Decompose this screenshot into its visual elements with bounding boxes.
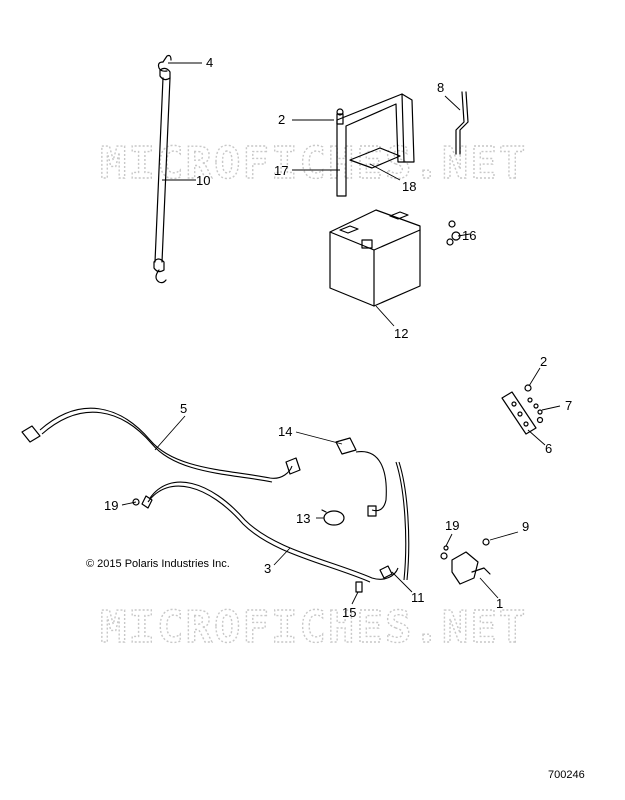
callout-13: 13 bbox=[296, 511, 310, 526]
relay-part-1 bbox=[440, 545, 491, 585]
callout-19-left: 19 bbox=[104, 498, 118, 513]
callout-3: 3 bbox=[264, 561, 271, 576]
bolt-part-2-top bbox=[336, 108, 344, 125]
copyright-notice: © 2015 Polaris Industries Inc. bbox=[86, 558, 230, 570]
callout-16: 16 bbox=[462, 228, 476, 243]
clamp-part-13 bbox=[321, 509, 345, 526]
terminal-hardware-part-16 bbox=[446, 220, 461, 246]
bracket-pad-part-18 bbox=[349, 147, 401, 169]
callout-14: 14 bbox=[278, 424, 292, 439]
callout-4: 4 bbox=[206, 55, 213, 70]
callout-6: 6 bbox=[545, 441, 552, 456]
battery-bracket-part-17 bbox=[336, 93, 415, 197]
callout-10: 10 bbox=[196, 173, 210, 188]
callout-2-top: 2 bbox=[278, 112, 285, 127]
callout-7: 7 bbox=[565, 398, 572, 413]
callout-18: 18 bbox=[402, 179, 416, 194]
callout-1: 1 bbox=[496, 596, 503, 611]
callout-5: 5 bbox=[180, 401, 187, 416]
leader-lines bbox=[121, 62, 561, 605]
strap-hook-part-4 bbox=[162, 54, 172, 63]
vent-rod-part-8 bbox=[455, 91, 469, 155]
callout-17: 17 bbox=[274, 163, 288, 178]
cable-part-14 bbox=[335, 437, 410, 581]
callout-9: 9 bbox=[522, 519, 529, 534]
figure-number: 700246 bbox=[548, 769, 585, 781]
cable-part-3 bbox=[141, 481, 399, 583]
watermark-top: MICROFICHES.NET bbox=[100, 138, 527, 189]
callout-2-right: 2 bbox=[540, 354, 547, 369]
nut-part-19-left bbox=[132, 498, 140, 506]
fuse-block-part-6 bbox=[501, 391, 537, 435]
callout-19-right: 19 bbox=[445, 518, 459, 533]
bolt-part-2-right bbox=[524, 384, 532, 392]
battery-strap-part-10 bbox=[153, 61, 171, 284]
callout-8: 8 bbox=[437, 80, 444, 95]
callout-12: 12 bbox=[394, 326, 408, 341]
watermark-bottom: MICROFICHES.NET bbox=[100, 602, 527, 653]
fitting-part-15 bbox=[355, 581, 363, 593]
nuts-part-7 bbox=[527, 397, 544, 424]
callout-15: 15 bbox=[342, 605, 356, 620]
screw-part-9 bbox=[482, 538, 490, 546]
cable-part-5 bbox=[21, 407, 301, 483]
battery-part-12 bbox=[329, 209, 421, 307]
callout-11: 11 bbox=[411, 590, 425, 605]
